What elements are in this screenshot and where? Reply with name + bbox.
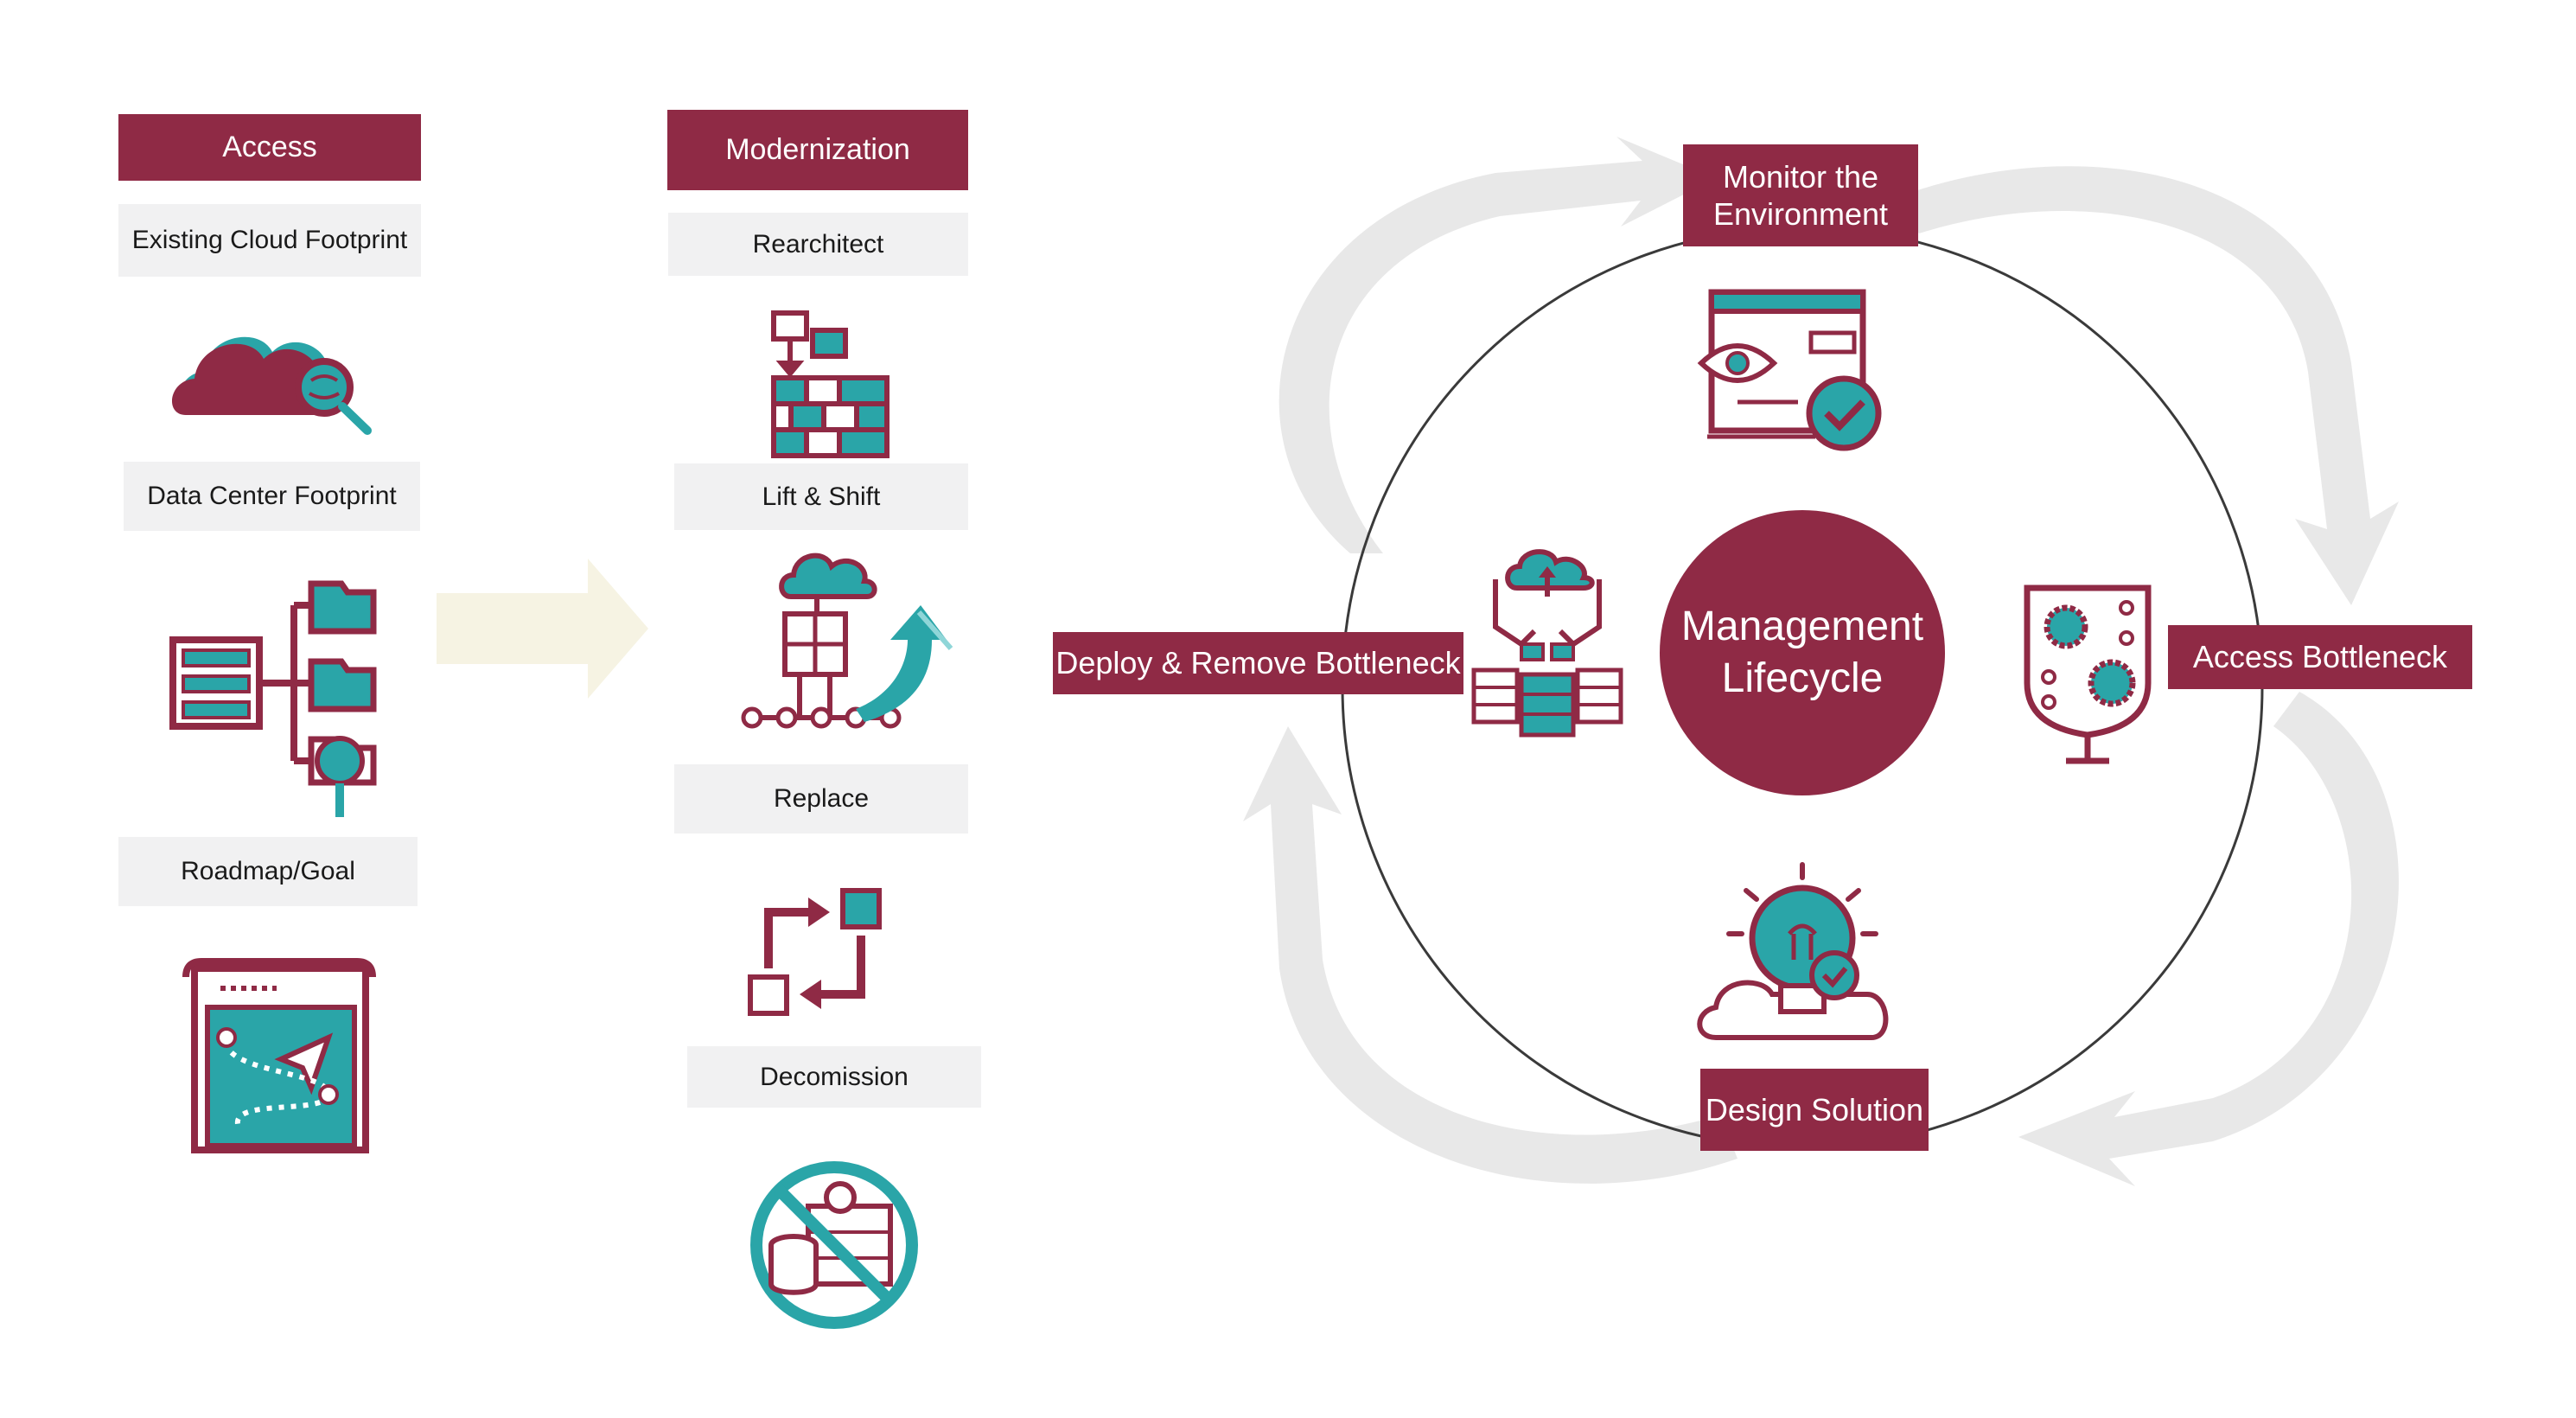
access-item-data-center: Data Center Footprint — [124, 462, 420, 531]
access-header: Access — [118, 114, 421, 181]
access-item-existing-cloud: Existing Cloud Footprint — [118, 204, 421, 277]
cycle-arrow-bottom-left — [1243, 726, 1738, 1184]
cloud-network-growth-icon — [741, 553, 953, 729]
cycle-arrow-top-left — [1278, 137, 1716, 553]
step-deploy-remove-bottleneck: Deploy & Remove Bottleneck — [1053, 632, 1463, 694]
cloud-search-icon — [171, 336, 372, 435]
modernization-item-decomission: Decomission — [687, 1046, 981, 1108]
transition-arrow — [437, 559, 648, 699]
server-folders-search-icon — [169, 580, 377, 817]
step-monitor-environment: Monitor the Environment — [1683, 144, 1918, 246]
gears-panel-icon — [2024, 584, 2152, 764]
modernization-item-rearchitect: Rearchitect — [668, 213, 968, 276]
modernization-item-replace: Replace — [674, 764, 968, 834]
management-lifecycle-label: Management Lifecycle — [1680, 604, 1924, 701]
cycle-arrow-bottom-right — [2018, 692, 2399, 1186]
map-navigation-icon — [182, 958, 376, 1153]
hands-cloud-servers-icon — [1471, 549, 1623, 738]
management-lifecycle-circle — [1660, 510, 1945, 795]
bricks-rearchitect-icon — [771, 310, 889, 458]
no-servers-icon — [750, 1161, 918, 1329]
lightbulb-cloud-check-icon — [1697, 862, 1889, 1040]
modernization-header: Modernization — [667, 110, 968, 190]
cycle-arrow-top-right — [1893, 166, 2399, 605]
step-design-solution: Design Solution — [1700, 1069, 1929, 1151]
step-access-bottleneck: Access Bottleneck — [2168, 625, 2472, 689]
swap-arrows-icon — [748, 888, 882, 1016]
access-item-roadmap: Roadmap/Goal — [118, 837, 418, 906]
monitor-eye-check-icon — [1697, 289, 1882, 451]
modernization-item-lift-shift: Lift & Shift — [674, 463, 968, 530]
